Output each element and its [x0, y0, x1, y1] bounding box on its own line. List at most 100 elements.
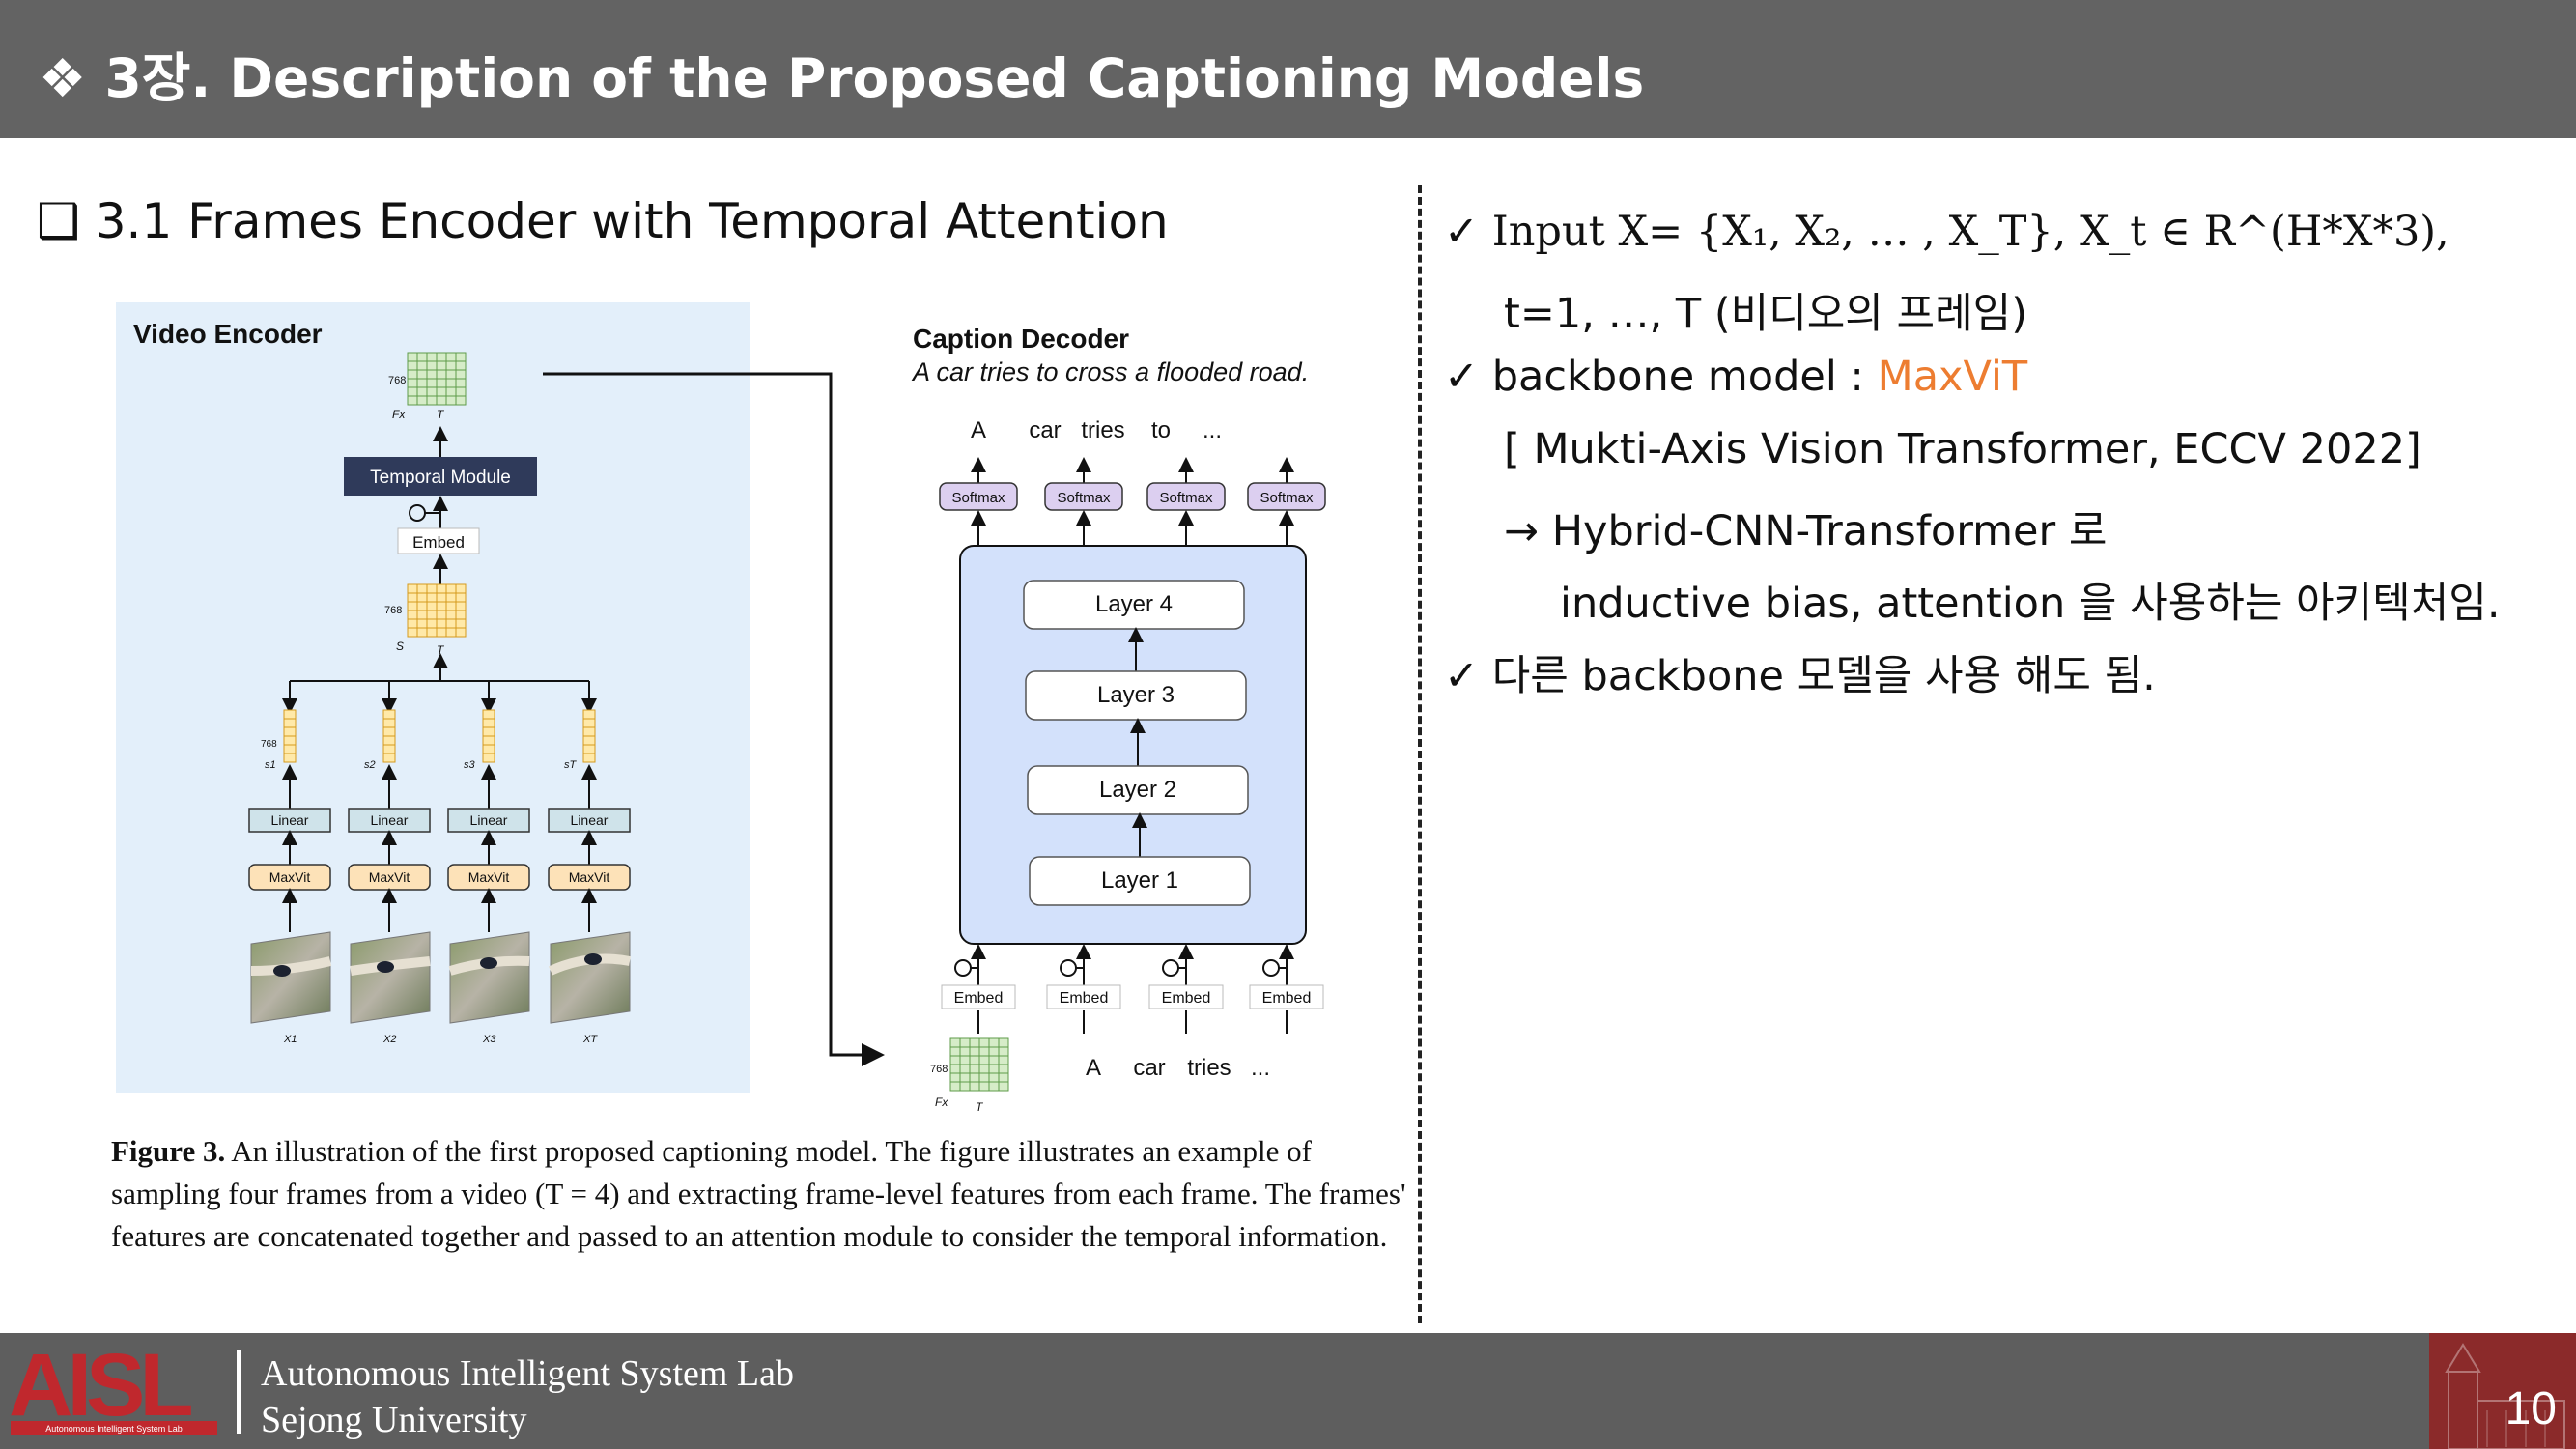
feature-cell — [416, 601, 428, 611]
feature-cell — [959, 1072, 971, 1083]
embed-label-decoder: Embed — [1060, 990, 1109, 1007]
linear-box — [447, 808, 530, 833]
bullet-input: ✓ Input X= {X₁, X₂, … , X_T}, X_t ∈ R^(H… — [1444, 208, 2449, 256]
feature-cell — [969, 1064, 980, 1074]
slide-footer: AISL Autonomous Intelligent System Lab A… — [0, 1333, 2576, 1449]
feature-cell — [998, 1072, 1009, 1083]
feature-cell — [416, 386, 428, 397]
feature-cell — [407, 627, 418, 638]
decoder-title: Caption Decoder — [913, 324, 1129, 354]
embed-label-decoder: Embed — [1262, 990, 1312, 1007]
feature-cell — [949, 1046, 961, 1057]
section-title: ❑ 3.1 Frames Encoder with Temporal Atten… — [37, 193, 1169, 249]
feature-cell — [445, 618, 457, 629]
positional-encoding-icon — [1060, 959, 1077, 977]
feature-cell — [969, 1046, 980, 1057]
embed-box-encoder — [397, 527, 480, 554]
feature-cell — [436, 386, 447, 397]
feature-cell — [445, 601, 457, 611]
feature-cell — [445, 627, 457, 638]
feature-cell — [988, 1046, 1000, 1057]
svg-text:768: 768 — [930, 1064, 948, 1075]
feature-cell — [436, 583, 447, 594]
feature-cell — [582, 709, 596, 720]
feature-cell — [426, 360, 438, 371]
feature-cell — [949, 1072, 961, 1083]
feature-cell — [283, 726, 297, 737]
bullet-input-text: Input X= {X₁, X₂, … , X_T}, X_t ∈ R^(H*X… — [1491, 208, 2449, 256]
decoder-layer-label: Layer 4 — [1095, 591, 1173, 617]
aisl-logo-subtitle: Autonomous Intelligent System Lab — [45, 1424, 183, 1434]
feature-cell — [416, 378, 428, 388]
fx-label: Fx — [392, 408, 406, 421]
feature-cell — [455, 627, 467, 638]
softmax-label: Softmax — [1159, 490, 1213, 506]
concat-features: 768 S T — [384, 583, 467, 657]
feature-cell — [283, 744, 297, 754]
feature-cell — [949, 1037, 961, 1048]
feature-cell — [426, 352, 438, 362]
feature-cell — [455, 378, 467, 388]
feature-cell — [436, 618, 447, 629]
input-word: car — [1133, 1055, 1165, 1081]
feature-cell — [407, 360, 418, 371]
video-frame-image — [250, 931, 332, 1024]
positional-encoding-icon — [1262, 959, 1280, 977]
decoder-layer-box — [1029, 856, 1251, 906]
frame-surface — [550, 931, 631, 1024]
video-frame-image — [350, 931, 431, 1024]
feature-cell — [482, 744, 495, 754]
feature-cell — [949, 1064, 961, 1074]
feature-cell — [998, 1055, 1009, 1065]
bullet-input-frames: t=1, …, T (비디오의 프레임) — [1504, 290, 2027, 338]
dashed-divider — [1418, 185, 1422, 1323]
dim-label: 768 — [261, 739, 277, 750]
feature-cell — [969, 1072, 980, 1083]
feature-cell — [455, 386, 467, 397]
feature-cell — [949, 1055, 961, 1065]
feature-cell — [482, 709, 495, 720]
maxvit-label: MaxVit — [569, 869, 610, 885]
frame-feature-label: s1 — [265, 759, 276, 771]
feature-cell — [426, 610, 438, 620]
feature-cell — [969, 1055, 980, 1065]
feature-cell — [988, 1072, 1000, 1083]
video-frame-image — [548, 931, 631, 1024]
car-icon — [377, 961, 394, 973]
feature-cell — [445, 386, 457, 397]
feature-cell — [407, 610, 418, 620]
embed-box-decoder — [941, 984, 1016, 1009]
svg-text:T: T — [437, 643, 445, 657]
softmax-label: Softmax — [1260, 490, 1314, 506]
feature-cell — [445, 378, 457, 388]
feature-cell — [988, 1081, 1000, 1092]
page-number: 10 — [2505, 1383, 2557, 1435]
encoder-panel — [116, 302, 750, 1093]
feature-cell — [407, 352, 418, 362]
feature-cell — [978, 1046, 990, 1057]
aisl-logo-text: AISL — [9, 1338, 191, 1435]
car-icon — [480, 957, 497, 969]
feature-cell — [482, 735, 495, 746]
feature-cell — [482, 753, 495, 763]
feature-cell — [426, 386, 438, 397]
feature-cell — [382, 718, 396, 728]
input-word: tries — [1187, 1055, 1231, 1081]
feature-cell — [455, 395, 467, 406]
feature-cell — [416, 360, 428, 371]
feature-cell — [283, 709, 297, 720]
feature-cell — [445, 592, 457, 603]
embed-box-decoder — [1249, 984, 1324, 1009]
feature-cell — [455, 592, 467, 603]
feature-cell — [426, 395, 438, 406]
embed-box-decoder — [1148, 984, 1224, 1009]
feature-cell — [426, 378, 438, 388]
feature-cell — [436, 369, 447, 380]
feature-cell — [426, 369, 438, 380]
linear-label: Linear — [371, 812, 409, 828]
feature-cell — [436, 627, 447, 638]
bullet-other-text: 다른 backbone 모델을 사용 해도 됨. — [1491, 652, 2156, 700]
decoder-layer-label: Layer 1 — [1101, 867, 1178, 894]
input-word: A — [1086, 1055, 1101, 1081]
feature-cell — [998, 1037, 1009, 1048]
